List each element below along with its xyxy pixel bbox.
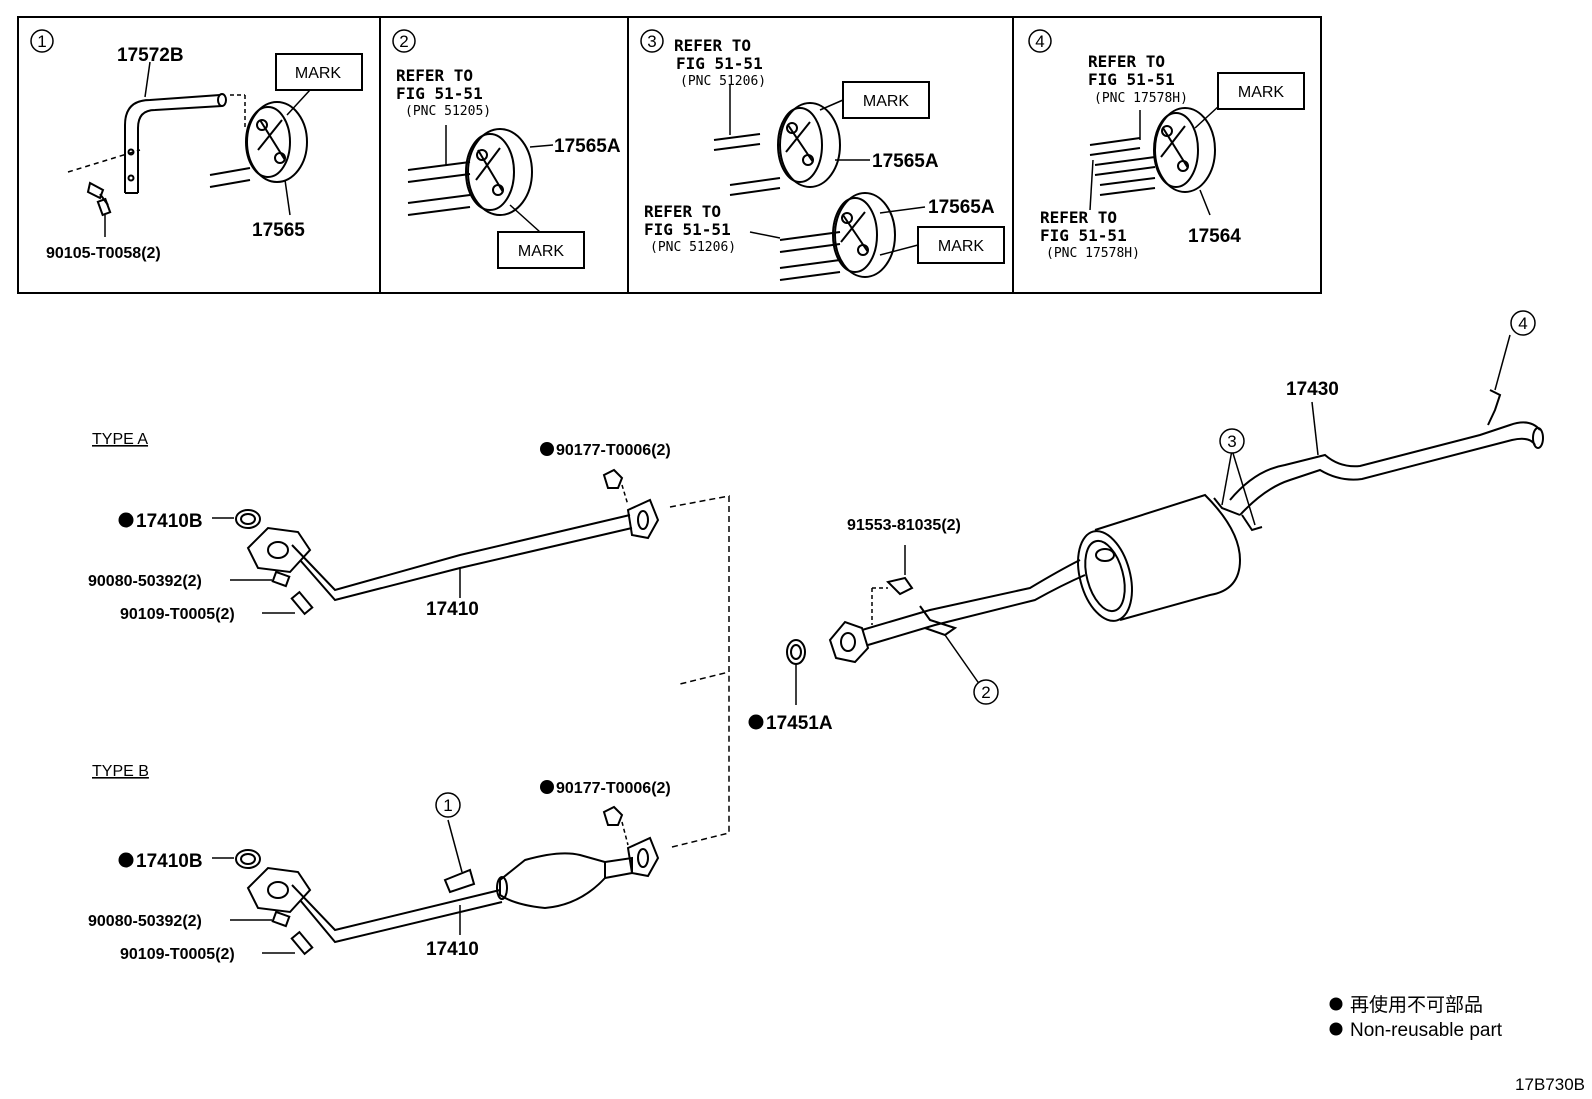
- part-90080-a: 90080-50392(2): [88, 573, 202, 590]
- detail-panels-frame: [17, 16, 1322, 294]
- tail-pipe-assembly: [828, 334, 1544, 686]
- part-17565A-p3a: 17565A: [872, 151, 939, 172]
- legend-dot-en: [1329, 1022, 1343, 1036]
- part-17565: 17565: [252, 220, 305, 241]
- mark-label-3b: MARK: [938, 238, 985, 255]
- panel-4-refer-b-line-3: (PNC 17578H): [1046, 246, 1140, 261]
- non-reusable-dot-17410B-a: [118, 512, 134, 528]
- type-b-front-pipe: [212, 672, 730, 956]
- callout-2: 2: [973, 679, 999, 705]
- panel-2-refer-line-1: REFER TO: [396, 66, 473, 85]
- mark-label-2: MARK: [518, 243, 565, 260]
- legend-jp: 再使用不可部品: [1350, 994, 1483, 1016]
- panel-1-drawing: [67, 53, 363, 237]
- non-reusable-dot-90177-a: [540, 442, 554, 456]
- panel-1-number: 1: [30, 29, 54, 53]
- part-17410B-a: 17410B: [136, 511, 203, 532]
- panel-2-refer-line-2: FIG 51-51: [396, 84, 483, 103]
- panel-3-drawing: [713, 81, 1005, 281]
- panel-4-refer-a-line-1: REFER TO: [1088, 52, 1165, 71]
- panel-4-refer-a-line-2: FIG 51-51: [1088, 70, 1175, 89]
- non-reusable-dot-17410B-b: [118, 852, 134, 868]
- panel-3-refer-a-line-2: FIG 51-51: [676, 54, 763, 73]
- part-90109-b: 90109-T0005(2): [120, 946, 235, 963]
- gasket-17451A: [786, 639, 806, 705]
- part-17451A: 17451A: [766, 713, 833, 734]
- svg-text:3: 3: [1227, 432, 1236, 451]
- panel-3-refer-a-line-1: REFER TO: [674, 36, 751, 55]
- legend-en: Non-reusable part: [1350, 1020, 1503, 1041]
- part-17410-b: 17410: [426, 939, 479, 960]
- panel-2-number: 2: [392, 29, 416, 53]
- svg-text:3: 3: [647, 32, 656, 51]
- mark-label-1: MARK: [295, 65, 342, 82]
- part-17565A-p3b: 17565A: [928, 197, 995, 218]
- panel-3-number: 3: [640, 29, 664, 53]
- diagram-code: 17B730B: [1515, 1075, 1585, 1094]
- type-b-label: TYPE B: [92, 763, 149, 780]
- svg-text:4: 4: [1035, 32, 1044, 51]
- panel-4-refer-b-line-1: REFER TO: [1040, 208, 1117, 227]
- mark-label-4: MARK: [1238, 84, 1285, 101]
- mark-label-3a: MARK: [863, 93, 910, 110]
- panel-3-refer-b-line-2: FIG 51-51: [644, 220, 731, 239]
- callout-4: 4: [1510, 310, 1536, 336]
- panel-4-number: 4: [1028, 29, 1052, 53]
- type-a-label: TYPE A: [92, 431, 148, 448]
- panel-4-drawing: [1089, 72, 1305, 216]
- callout-3: 3: [1219, 428, 1245, 454]
- panel-2-refer-line-3: (PNC 51205): [405, 104, 491, 119]
- part-90080-b: 90080-50392(2): [88, 913, 202, 930]
- part-91553: 91553-81035(2): [847, 517, 961, 534]
- part-17572B: 17572B: [117, 45, 184, 66]
- panel-3-refer-b-line-3: (PNC 51206): [650, 240, 736, 255]
- legend: 再使用不可部品 Non-reusable part: [1329, 994, 1503, 1041]
- panel-4-refer-a-line-3: (PNC 17578H): [1094, 91, 1188, 106]
- type-a-front-pipe: [212, 468, 730, 685]
- part-90177-a: 90177-T0006(2): [556, 442, 671, 459]
- panel-3-refer-b-line-1: REFER TO: [644, 202, 721, 221]
- legend-dot-jp: [1329, 997, 1343, 1011]
- part-17565A-p2: 17565A: [554, 136, 621, 157]
- panel-2-drawing: [407, 125, 585, 269]
- part-17410B-b: 17410B: [136, 851, 203, 872]
- part-90177-b: 90177-T0006(2): [556, 780, 671, 797]
- svg-text:4: 4: [1518, 314, 1527, 333]
- part-90105: 90105-T0058(2): [46, 245, 161, 262]
- svg-text:2: 2: [981, 683, 990, 702]
- non-reusable-dot-17451A: [748, 714, 764, 730]
- svg-text:1: 1: [37, 32, 46, 51]
- panel-4-refer-b-line-2: FIG 51-51: [1040, 226, 1127, 245]
- part-17410-a: 17410: [426, 599, 479, 620]
- callout-1: 1: [435, 792, 461, 818]
- svg-text:1: 1: [443, 796, 452, 815]
- part-17430: 17430: [1286, 379, 1339, 400]
- svg-text:2: 2: [399, 32, 408, 51]
- panel-3-refer-a-line-3: (PNC 51206): [680, 74, 766, 89]
- part-90109-a: 90109-T0005(2): [120, 606, 235, 623]
- non-reusable-dot-90177-b: [540, 780, 554, 794]
- part-17564: 17564: [1188, 226, 1241, 247]
